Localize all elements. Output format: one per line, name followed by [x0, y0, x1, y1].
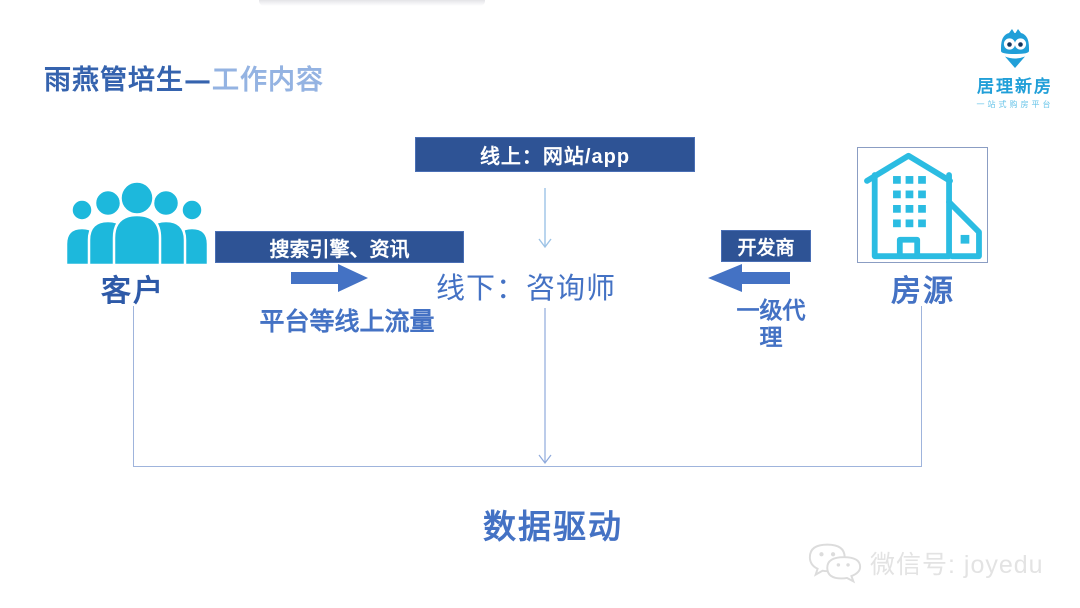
brand-name: 居理新房 — [977, 77, 1053, 96]
page-title: 雨燕管培生—工作内容 — [44, 58, 324, 97]
listing-image-frame — [857, 147, 988, 263]
online-channel-box: 线上：网站/app — [415, 137, 695, 172]
left-block-arrow-icon — [708, 264, 790, 292]
online-channel-label: 线上：网站/app — [479, 146, 631, 168]
right-block-arrow-icon — [291, 264, 368, 292]
data-driven-label: 数据驱动 — [483, 508, 623, 545]
offline-consultant-label: 线下：咨询师 — [436, 271, 617, 305]
wechat-watermark: 微信号: joyedu — [806, 540, 1044, 586]
page-title-primary: 雨燕管培生— — [44, 65, 212, 96]
connector-left-vertical-line — [133, 306, 134, 467]
brand-logo: 居理新房 一站式购房平台 — [960, 28, 1070, 110]
down-arrow-offline-to-data — [538, 308, 552, 464]
wechat-id-text: 微信号: joyedu — [870, 551, 1044, 579]
wechat-icon — [808, 543, 862, 584]
brand-tagline: 一站式购房平台 — [976, 100, 1054, 109]
search-channel-box: 搜索引擎、资讯 — [215, 231, 464, 263]
people-group-icon — [64, 180, 210, 265]
listing-label: 房源 — [891, 275, 955, 308]
down-arrow-online-to-offline — [538, 188, 552, 249]
search-caption: 平台等线上流量 — [259, 308, 435, 336]
building-icon — [864, 152, 982, 260]
agent-caption: 一级代理 — [736, 297, 806, 350]
search-channel-label: 搜索引擎、资讯 — [269, 238, 410, 261]
connector-bottom-horizontal-line — [133, 466, 922, 467]
top-divider-bar — [259, 0, 485, 6]
owl-logo-icon — [1001, 29, 1029, 68]
developer-label: 开发商 — [737, 237, 795, 259]
customer-label: 客户 — [101, 275, 165, 308]
page-title-secondary: 工作内容 — [212, 65, 324, 96]
developer-box: 开发商 — [721, 230, 811, 262]
connector-right-vertical-line — [921, 306, 922, 467]
